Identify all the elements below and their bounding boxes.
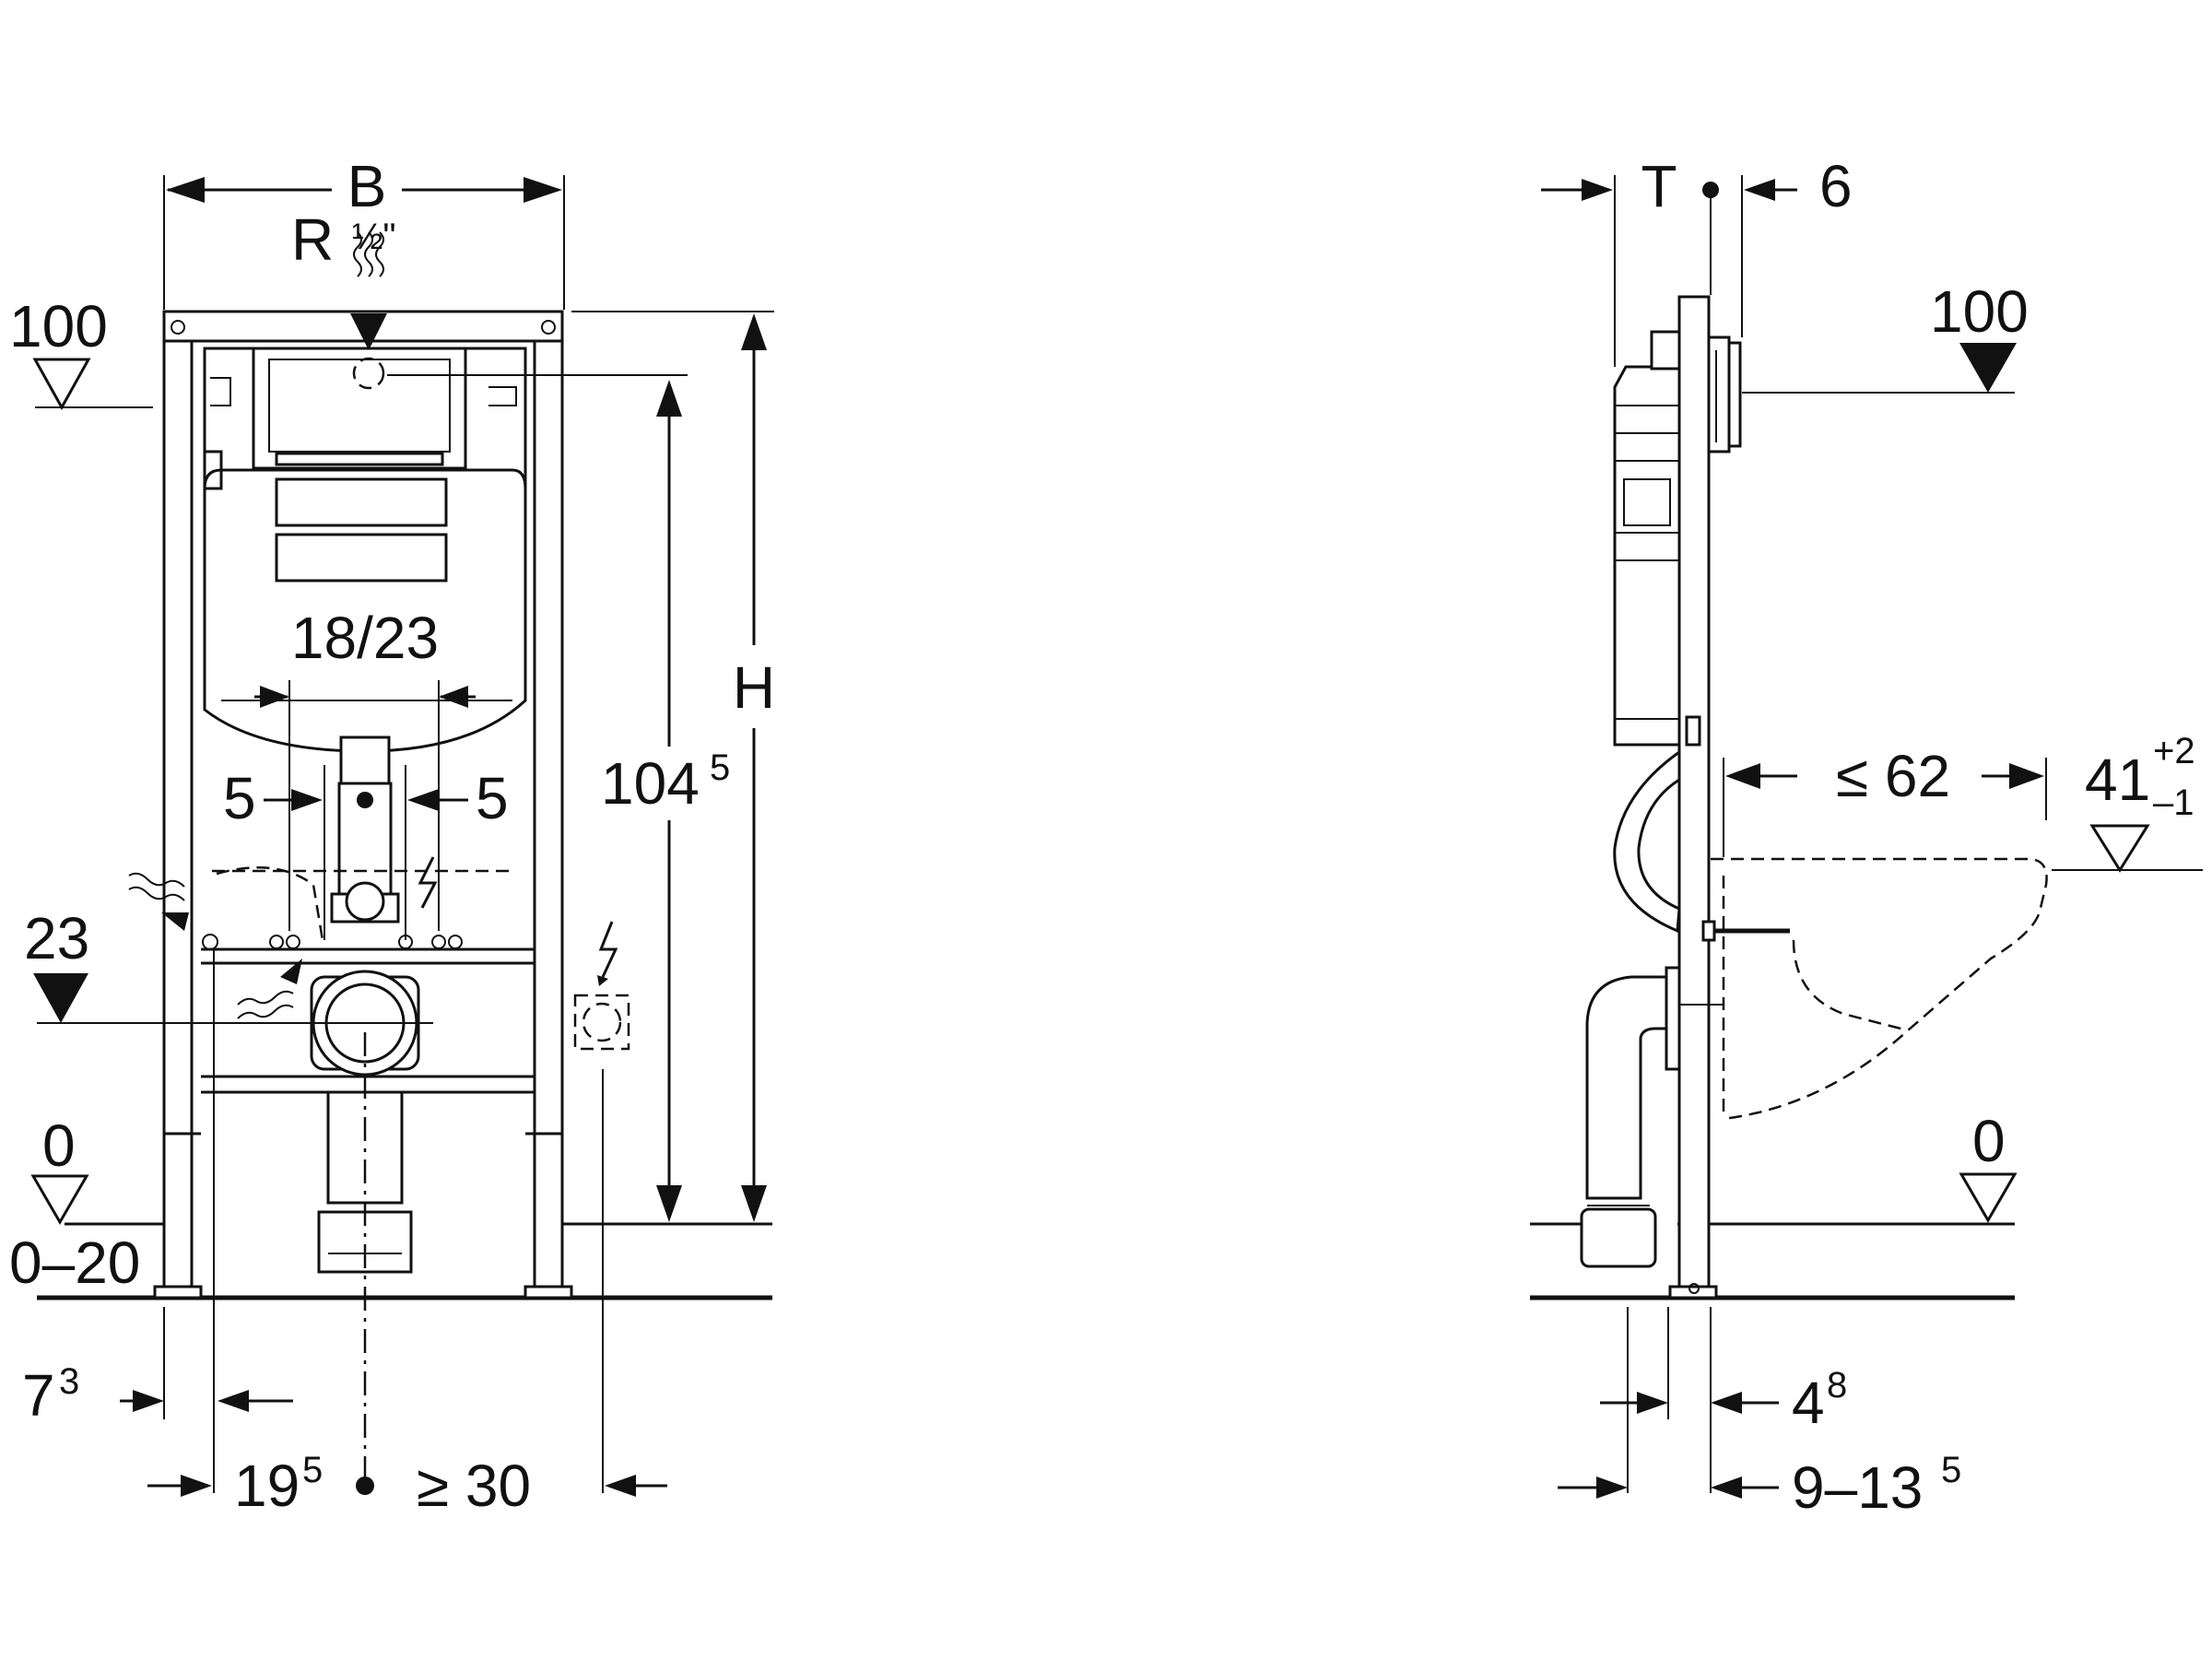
- dimension-19-5-30: 19 5 ≥ 30: [147, 1069, 667, 1519]
- offset-right-label: 5: [476, 765, 509, 831]
- level-23-label: 23: [24, 905, 89, 971]
- wall-distance-label: 9–13: [1792, 1454, 1923, 1521]
- flush-pipe: [330, 735, 400, 924]
- level-100-marker: 100: [9, 293, 153, 411]
- power-symbol: [418, 856, 438, 909]
- height-label: H: [733, 654, 775, 721]
- dimension-9-13-5: 9–13 5: [1558, 1419, 1961, 1521]
- floor-range-label: 0–20: [9, 1230, 140, 1296]
- side-flush-bend: [1613, 749, 1681, 934]
- min-distance-label: ≥ 30: [417, 1453, 531, 1519]
- axis-distance-sup: 5: [302, 1450, 323, 1490]
- side-bowl-outline: [1701, 857, 2048, 1121]
- dimension-t: T: [1541, 153, 1719, 367]
- dimension-7-3: 7 3: [22, 949, 293, 1493]
- dimension-18-23: 18/23: [254, 605, 476, 931]
- water-supply-symbol-top: [350, 231, 387, 390]
- bowl-height-minus: –1: [2153, 782, 2194, 823]
- side-actuator-plate: [1707, 335, 1742, 453]
- foot-depth-sup: 8: [1827, 1365, 1847, 1406]
- bowl-height-label: 41: [2085, 747, 2150, 813]
- water-supply-symbol-left: [128, 872, 189, 931]
- electrical-box: [573, 921, 630, 1051]
- side-level-0-marker: 0: [1959, 1108, 2018, 1223]
- level-23-marker: 23: [24, 905, 89, 1023]
- dimension-b: B: [163, 153, 565, 310]
- thread-label: R: [291, 206, 334, 273]
- side-level-100-marker: 100: [1742, 278, 2029, 394]
- depth-label: T: [1641, 153, 1677, 219]
- bowl-projection-label: ≤ 62: [1836, 743, 1950, 809]
- offset-left-label: 5: [223, 765, 256, 831]
- dimension-h: H: [571, 311, 775, 1222]
- width-label: B: [347, 153, 387, 219]
- side-level-100-label: 100: [1930, 278, 2029, 345]
- bowl-height-marker: 41 +2 –1: [2052, 731, 2203, 873]
- level-0-marker: 0 0–20: [9, 1112, 140, 1296]
- dimension-4-8: 4 8: [1600, 1307, 1847, 1493]
- level-0-label: 0: [42, 1112, 76, 1179]
- foot-depth-label: 4: [1792, 1370, 1825, 1436]
- level-100-label: 100: [9, 293, 108, 359]
- side-cistern: [1613, 330, 1701, 747]
- side-frame-post: [1668, 295, 1718, 1300]
- thread-fraction-label: ½": [352, 217, 396, 257]
- frame-height-label: 104: [601, 750, 700, 817]
- dimension-104-5: 104 5: [387, 374, 730, 1222]
- flush-pipe-label: 18/23: [291, 605, 439, 671]
- side-drain-bend: [1580, 966, 1724, 1268]
- bowl-height-plus: +2: [2153, 731, 2195, 771]
- water-supply-symbol-mid: [237, 959, 302, 1019]
- dimension-5-5: 5 5: [223, 765, 509, 940]
- side-view: T 6 100 ≤ 62 41: [1530, 153, 2203, 1521]
- axis-distance-label: 19: [234, 1453, 300, 1519]
- frame-height-sup: 5: [710, 747, 730, 788]
- side-level-0-label: 0: [1972, 1108, 2006, 1174]
- front-view: 100 23 0 0–20 B R ½": [9, 153, 775, 1519]
- wall-distance-sup: 5: [1941, 1450, 1961, 1490]
- cistern: [203, 347, 527, 753]
- foot-offset-label: 7: [22, 1362, 55, 1429]
- dimension-62: ≤ 62: [1723, 743, 2047, 857]
- foot-offset-sup: 3: [59, 1361, 79, 1402]
- plate-offset-label: 6: [1819, 153, 1853, 219]
- dimension-6: 6: [1741, 153, 1853, 337]
